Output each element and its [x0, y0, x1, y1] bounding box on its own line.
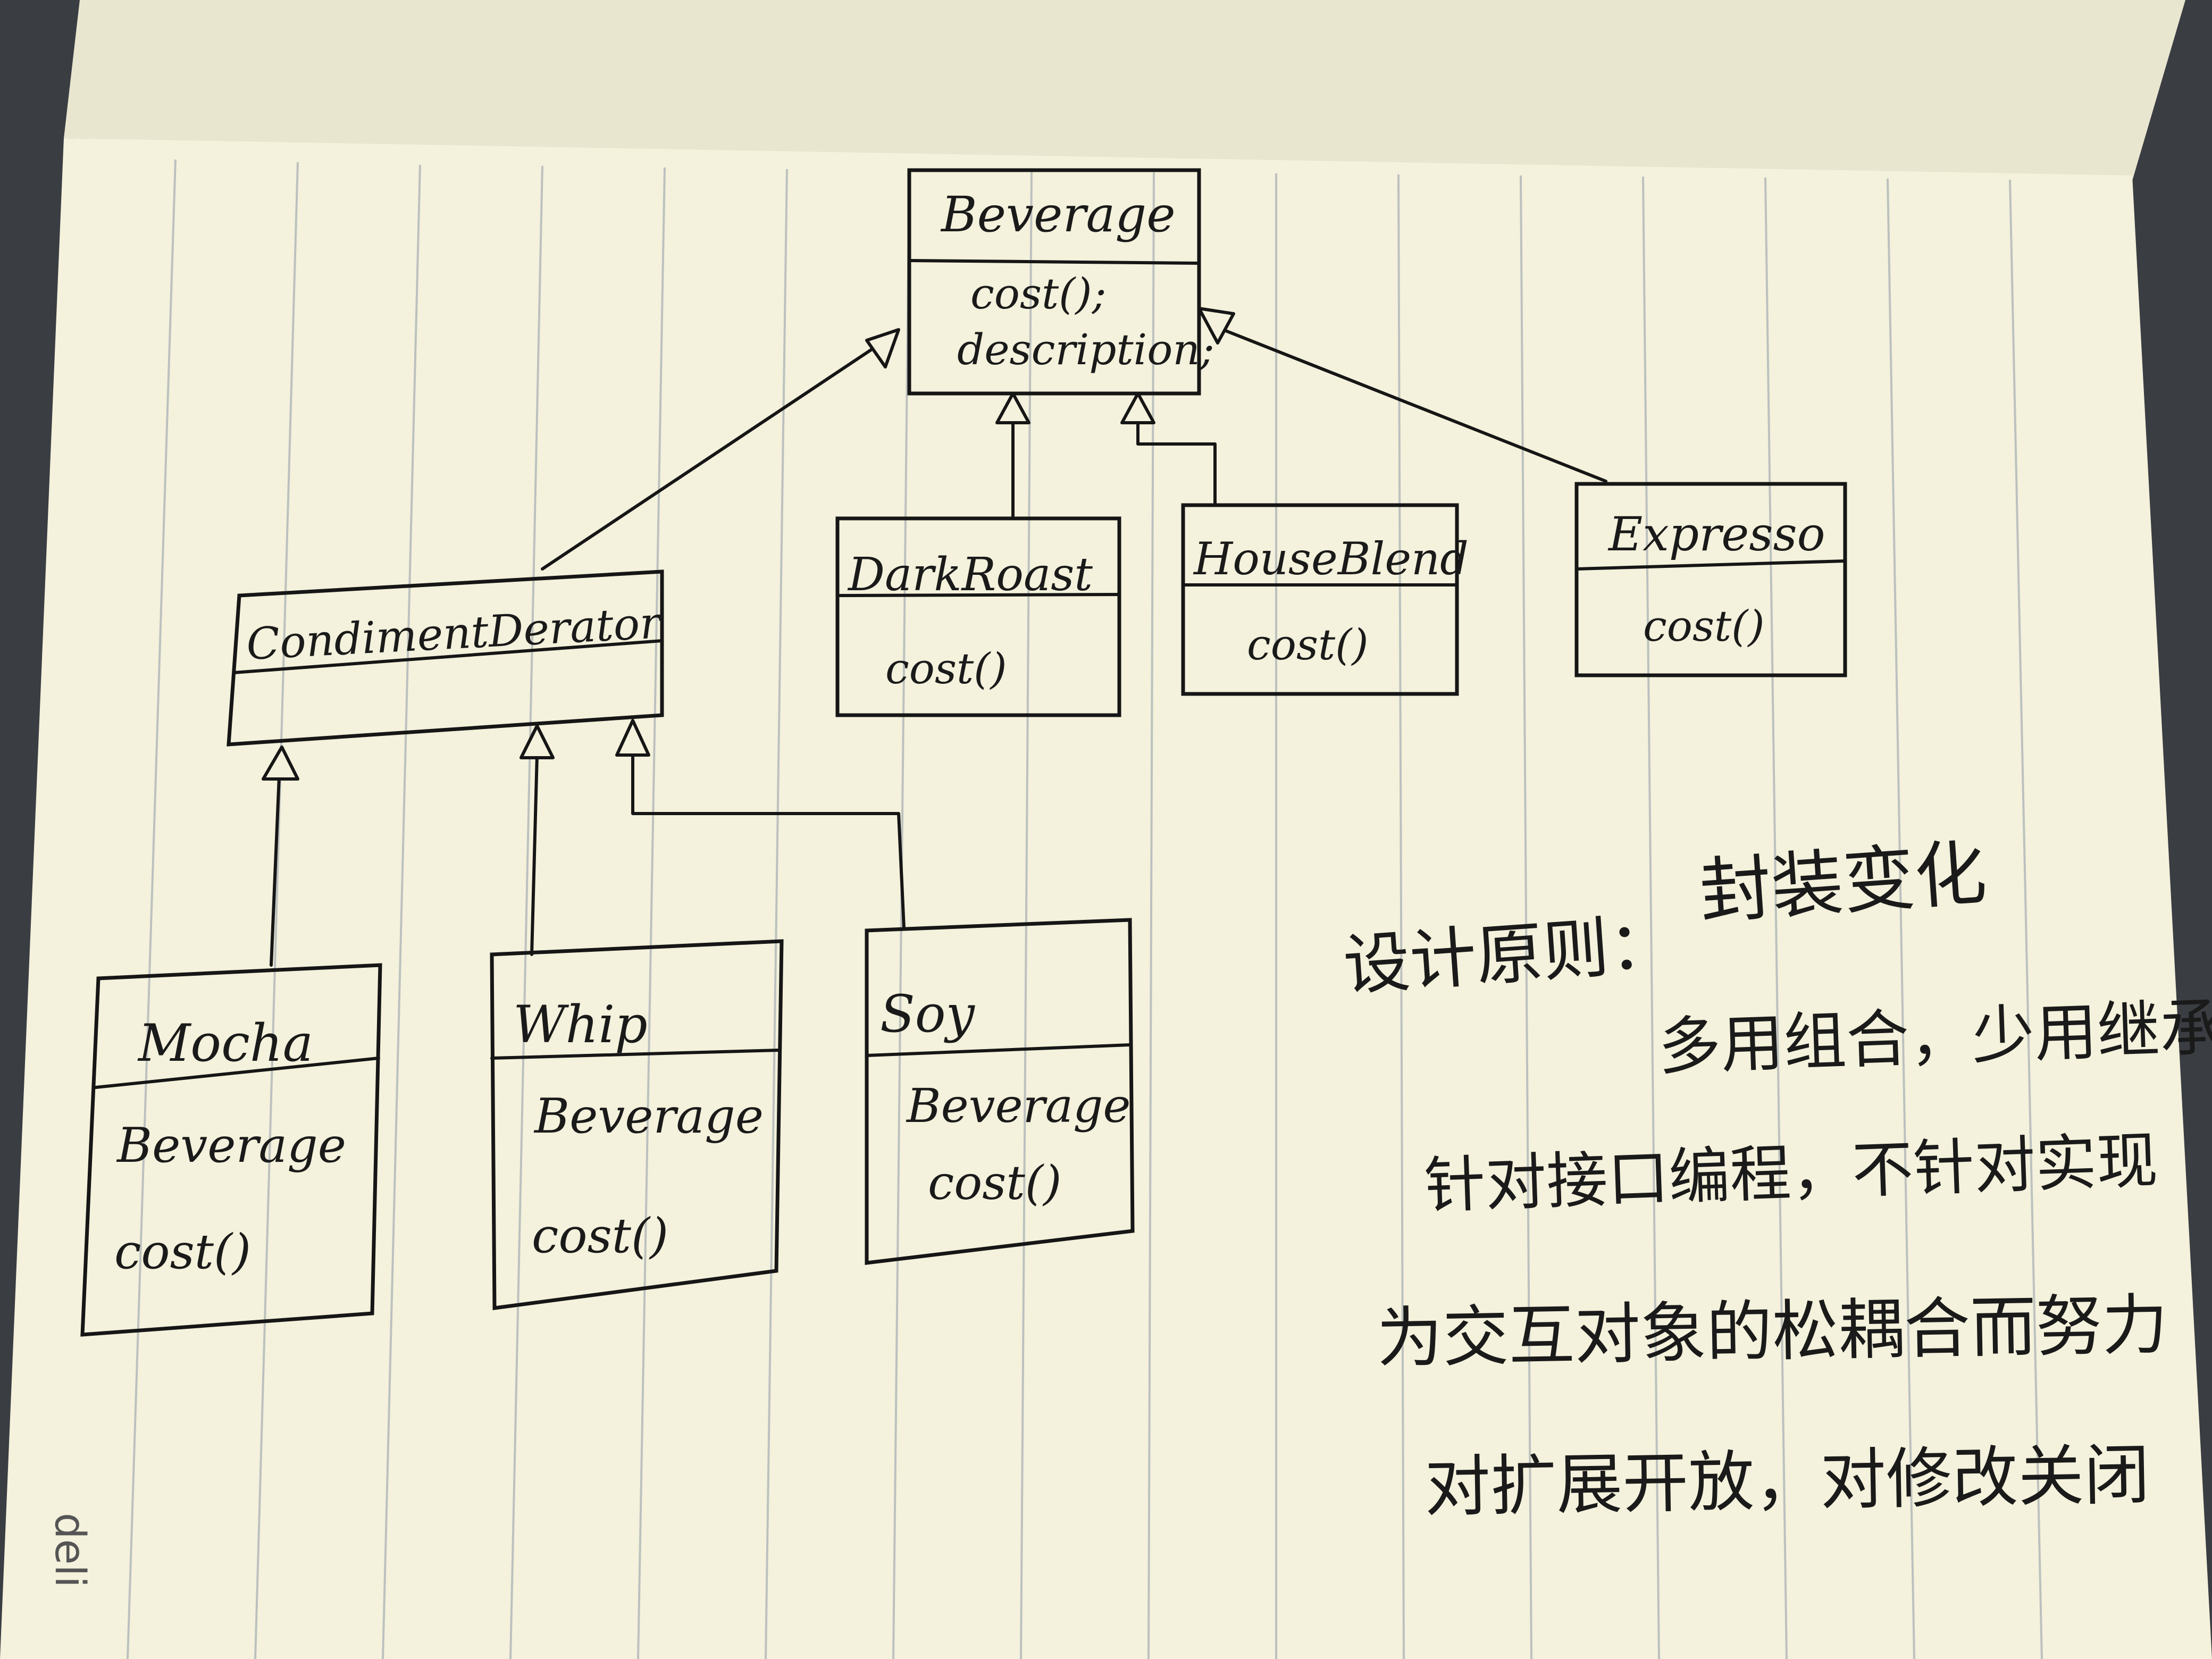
class-box: [835, 516, 1121, 717]
notebook-page: [0, 138, 2212, 1659]
class-name: Mocha: [137, 1013, 313, 1073]
note-line: 为交互对象的松耦合而努力: [1376, 1287, 2168, 1377]
inheritance-connectors: [262, 307, 1607, 967]
class-member: cost(): [928, 1155, 1061, 1210]
connector-expresso-beverage: [1221, 328, 1607, 483]
class-whip: Whip Beverage cost(): [490, 939, 784, 1310]
class-mocha: Mocha Beverage cost(): [80, 963, 382, 1337]
connector-soy-condiment: [631, 753, 906, 929]
back-page: [64, 0, 2185, 181]
class-darkroast: DarkRoast cost(): [835, 516, 1121, 717]
class-member: Beverage: [116, 1118, 346, 1174]
class-box: [907, 168, 1201, 396]
class-name: Beverage: [940, 186, 1176, 243]
class-name: Expresso: [1607, 507, 1825, 562]
class-divider: [490, 1049, 781, 1060]
class-beverage: Beverage cost(); description;: [907, 168, 1214, 396]
class-member: cost();: [970, 269, 1107, 319]
inheritance-arrow-whip: [520, 724, 555, 759]
inheritance-arrow-mocha: [262, 745, 299, 781]
class-member: cost(): [114, 1224, 251, 1280]
note-line: 对扩展开放，对修改关闭: [1424, 1437, 2150, 1526]
class-member: cost(): [532, 1208, 668, 1264]
class-soy: Soy Beverage cost(): [865, 918, 1135, 1265]
connector-houseblend-beverage: [1136, 418, 1217, 507]
class-box: [865, 918, 1135, 1265]
connector-condiment-beverage: [541, 344, 879, 571]
ruled-lines: [127, 159, 2043, 1659]
inheritance-arrow-soy: [615, 719, 650, 757]
class-member: cost(): [885, 644, 1007, 693]
class-member: cost(): [1643, 601, 1765, 651]
class-member: cost(): [1247, 620, 1369, 669]
inheritance-arrow-houseblend: [1120, 392, 1155, 424]
class-divider: [908, 259, 1201, 265]
class-houseblend: HouseBlend cost(): [1181, 503, 1469, 696]
class-divider: [232, 639, 664, 674]
connector-mocha-condiment: [270, 775, 281, 967]
class-name: Soy: [880, 984, 976, 1044]
note-line: 封装变化: [1697, 831, 1989, 934]
class-box: [490, 939, 784, 1310]
class-name: DarkRoast: [847, 548, 1093, 601]
class-name: Whip: [513, 995, 648, 1054]
inheritance-arrow-darkroast: [995, 392, 1030, 424]
class-box: [80, 963, 382, 1337]
class-box: [1574, 482, 1847, 677]
connector-whip-condiment: [530, 753, 539, 956]
inheritance-arrow-condiment: [865, 328, 900, 368]
class-name: HouseBlend: [1193, 533, 1469, 585]
class-member: description;: [957, 325, 1214, 374]
class-divider: [94, 1057, 380, 1089]
class-member: Beverage: [533, 1088, 764, 1144]
class-box: [227, 569, 664, 747]
class-divider: [836, 593, 1121, 597]
class-expresso: Expresso cost(): [1574, 482, 1847, 677]
class-box: [1181, 503, 1459, 696]
brand-mark: deli: [46, 1513, 94, 1588]
class-member: Beverage: [906, 1078, 1130, 1133]
class-divider: [1575, 559, 1847, 571]
class-divider: [865, 1043, 1132, 1057]
inheritance-arrow-expresso: [1197, 307, 1235, 345]
